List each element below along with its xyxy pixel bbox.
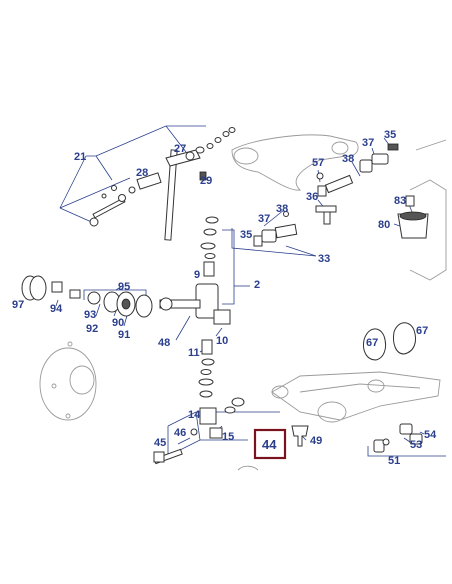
tie-rod-assembly bbox=[136, 127, 236, 241]
lower-control-arm-outline bbox=[271, 371, 441, 423]
callout-91: 91 bbox=[118, 329, 130, 341]
bolt-21 bbox=[89, 185, 136, 227]
callout-92: 92 bbox=[86, 323, 98, 335]
callout-44[interactable]: 44 bbox=[262, 437, 277, 452]
callout-94: 94 bbox=[50, 303, 63, 315]
callout-9: 9 bbox=[194, 269, 200, 281]
callout-38-top: 38 bbox=[342, 153, 354, 165]
leader-lines bbox=[29, 125, 446, 457]
callout-46: 46 bbox=[174, 427, 186, 439]
callout-2: 2 bbox=[254, 279, 260, 291]
callout-83: 83 bbox=[394, 195, 406, 207]
callout-10: 10 bbox=[216, 335, 228, 347]
callout-36: 36 bbox=[306, 191, 318, 203]
callout-37-top: 37 bbox=[362, 137, 374, 149]
callout-48: 48 bbox=[158, 337, 170, 349]
callout-21: 21 bbox=[74, 151, 86, 163]
callout-37-mid: 37 bbox=[258, 213, 270, 225]
kingpin-stack bbox=[159, 216, 231, 398]
callout-67-right: 67 bbox=[416, 325, 428, 337]
callout-28: 28 bbox=[136, 167, 148, 179]
upper-control-arm-outline bbox=[231, 134, 359, 191]
callout-27: 27 bbox=[174, 143, 186, 155]
seal-rings-67 bbox=[363, 322, 417, 361]
callout-38-mid: 38 bbox=[276, 203, 288, 215]
bushings-51-54 bbox=[373, 423, 423, 453]
callout-67-left: 67 bbox=[366, 337, 378, 349]
callout-35-mid: 35 bbox=[240, 229, 252, 241]
callout-11: 11 bbox=[188, 347, 200, 359]
highlight-box bbox=[253, 428, 287, 460]
callout-45: 45 bbox=[154, 437, 166, 449]
callout-35-top: 35 bbox=[384, 129, 396, 141]
callout-53: 53 bbox=[410, 439, 422, 451]
callout-15: 15 bbox=[222, 431, 234, 443]
hub-bearing-parts bbox=[21, 275, 153, 318]
callout-49: 49 bbox=[310, 435, 322, 447]
callout-54: 54 bbox=[424, 429, 437, 441]
highlighted-part-44[interactable]: 44 bbox=[253, 428, 287, 460]
callout-57: 57 bbox=[312, 157, 324, 169]
callout-labels: 21 27 28 29 35 37 38 57 36 83 80 38 37 3… bbox=[12, 129, 437, 467]
callout-95: 95 bbox=[118, 281, 130, 293]
frame-outline-right bbox=[409, 139, 447, 281]
callout-90: 90 bbox=[112, 317, 124, 329]
callout-51: 51 bbox=[388, 455, 400, 467]
rubber-bushing-80-83 bbox=[397, 195, 429, 239]
callout-29: 29 bbox=[200, 175, 212, 187]
brake-drum-outline bbox=[39, 341, 97, 421]
bottom-edge-outline bbox=[237, 465, 259, 471]
ball-joint-parts-44 bbox=[153, 397, 309, 465]
callout-80: 80 bbox=[378, 219, 390, 231]
callout-93: 93 bbox=[84, 309, 96, 321]
callout-33: 33 bbox=[318, 253, 330, 265]
shaft-parts-33 bbox=[253, 211, 298, 247]
callout-14: 14 bbox=[188, 409, 201, 421]
callout-97: 97 bbox=[12, 299, 24, 311]
pivot-parts-top-right bbox=[315, 143, 399, 225]
